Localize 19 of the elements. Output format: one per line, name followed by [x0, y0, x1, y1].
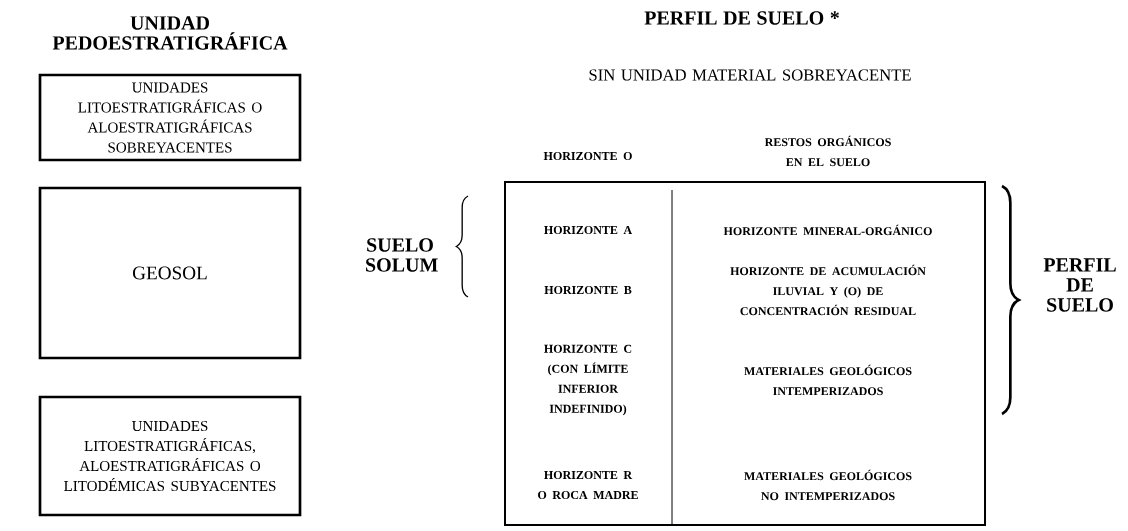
horizon-label: HORIZONTE B — [544, 285, 632, 294]
unit-box: UNIDADES LITOESTRATIGRÁFICAS O ALOESTRATIGRÁFICAS SOBREYACENTES — [38, 73, 302, 162]
unit-box: UNIDADES LITOESTRATIGRÁFICAS, ALOESTRATIGRÁFICAS O LITODÉMICAS SUBYACENTES — [38, 395, 302, 517]
horizon-label: HORIZONTE C (CON LÍMITE INFERIOR INDEFINIDO) — [544, 344, 632, 416]
bracket-label: PERFIL DE SUELO — [1043, 258, 1116, 312]
column-heading: PERFIL DE SUELO * — [644, 11, 839, 25]
horizon-description: MATERIALES GEOLÓGICOS INTEMPERIZADOS — [744, 364, 912, 396]
profile-box — [504, 181, 986, 526]
horizon-label: HORIZONTE O — [543, 151, 632, 160]
column-heading: UNIDAD PEDOESTRATIGRÁFICA — [52, 16, 288, 50]
bracket-label: SUELO SOLUM — [366, 238, 438, 272]
horizon-description: HORIZONTE MINERAL-ORGÁNICO — [723, 224, 932, 236]
subheading: SIN UNIDAD MATERIAL SOBREYACENTE — [589, 69, 911, 81]
horizon-description: RESTOS ORGÁNICOS EN EL SUELO — [764, 135, 891, 167]
horizon-description: MATERIALES GEOLÓGICOS NO INTEMPERIZADOS — [744, 469, 912, 501]
unit-box: GEOSOL — [38, 186, 302, 360]
horizon-description: HORIZONTE DE ACUMULACIÓN ILUVIAL Y (O) DE CONCENTRACIÓN RESIDUAL — [730, 264, 926, 316]
horizon-label: HORIZONTE A — [544, 225, 632, 234]
horizon-label: HORIZONTE R O ROCA MADRE — [538, 470, 638, 499]
